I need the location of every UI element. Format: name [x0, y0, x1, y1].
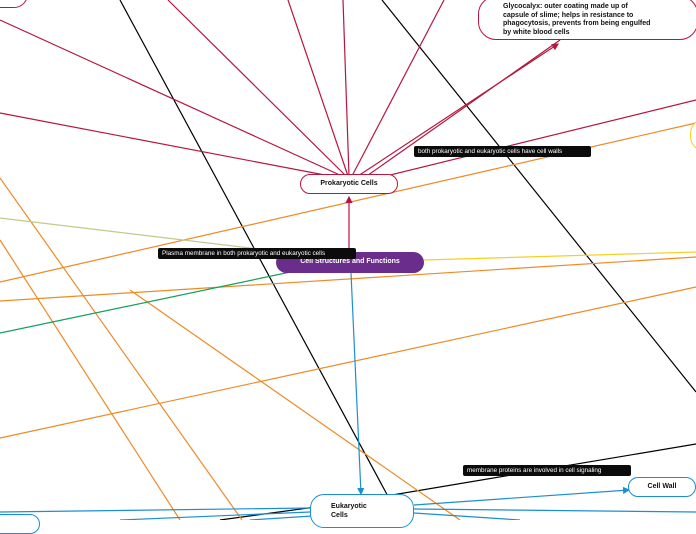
- relationship-label-membrane-proteins[interactable]: membrane proteins are involved in cell s…: [463, 465, 631, 476]
- eukaryotic-cells-label-line: Cells: [331, 511, 348, 519]
- glycocalyx-text-line: Glycocalyx: outer coating made up of: [503, 3, 628, 10]
- cell-wall-label: Cell Wall: [647, 482, 677, 490]
- prokaryotic-line: [0, 19, 343, 177]
- eukaryotic-line: [249, 515, 313, 520]
- prokaryotic-line: [287, 0, 349, 177]
- offscreen-node-bottom-left[interactable]: [0, 514, 40, 534]
- eukaryotic-line: [119, 511, 311, 520]
- center-to-eukaryotic-line: [350, 272, 365, 496]
- prokaryotic-line: [0, 112, 331, 177]
- eukaryotic-line: [413, 512, 521, 520]
- black-line: [381, 0, 696, 393]
- prokaryotic-line: [363, 39, 561, 179]
- eukaryotic-line: [0, 507, 311, 513]
- green-line: [0, 269, 301, 334]
- eukaryotic-line: [413, 508, 696, 513]
- prokaryotic-line: [351, 0, 445, 177]
- glycocalyx-text-line: capsule of slime; helps in resistance to: [503, 11, 634, 19]
- eukaryotic-line: [413, 486, 631, 506]
- orange-line: [129, 289, 461, 520]
- prokaryotic-line: [342, 0, 350, 177]
- glycocalyx-text-line: by white blood cells: [503, 28, 570, 36]
- orange-line: [0, 177, 243, 520]
- prokaryotic-cells-node[interactable]: Prokaryotic Cells: [300, 174, 398, 194]
- orange-line: [0, 239, 181, 520]
- yellow-line: [423, 251, 696, 261]
- connection-lines: [0, 0, 696, 520]
- prokaryotic-line: [369, 99, 696, 181]
- cell-wall-node[interactable]: Cell Wall: [628, 477, 696, 497]
- glycocalyx-node[interactable]: Glycocalyx: outer coating made up of cap…: [478, 0, 696, 40]
- eukaryotic-cells-label-line: Eukaryotic: [331, 503, 367, 510]
- orange-line: [0, 286, 696, 439]
- glycocalyx-text-line: phagocytosis, prevents from being engulf…: [503, 20, 651, 28]
- relationship-label-plasma-membrane[interactable]: Plasma membrane in both prokaryotic and …: [158, 248, 356, 259]
- central-topic-label: Cell Structures and Functions: [300, 258, 400, 266]
- prokaryotic-cells-label: Prokaryotic Cells: [320, 179, 378, 187]
- orange-line: [0, 256, 696, 302]
- prokaryotic-line: [357, 43, 560, 177]
- prokaryotic-line: [167, 0, 347, 177]
- relationship-label-cell-walls[interactable]: both prokaryotic and eukaryotic cells ha…: [414, 146, 591, 157]
- eukaryotic-cells-node[interactable]: Eukaryotic Cells: [310, 494, 414, 528]
